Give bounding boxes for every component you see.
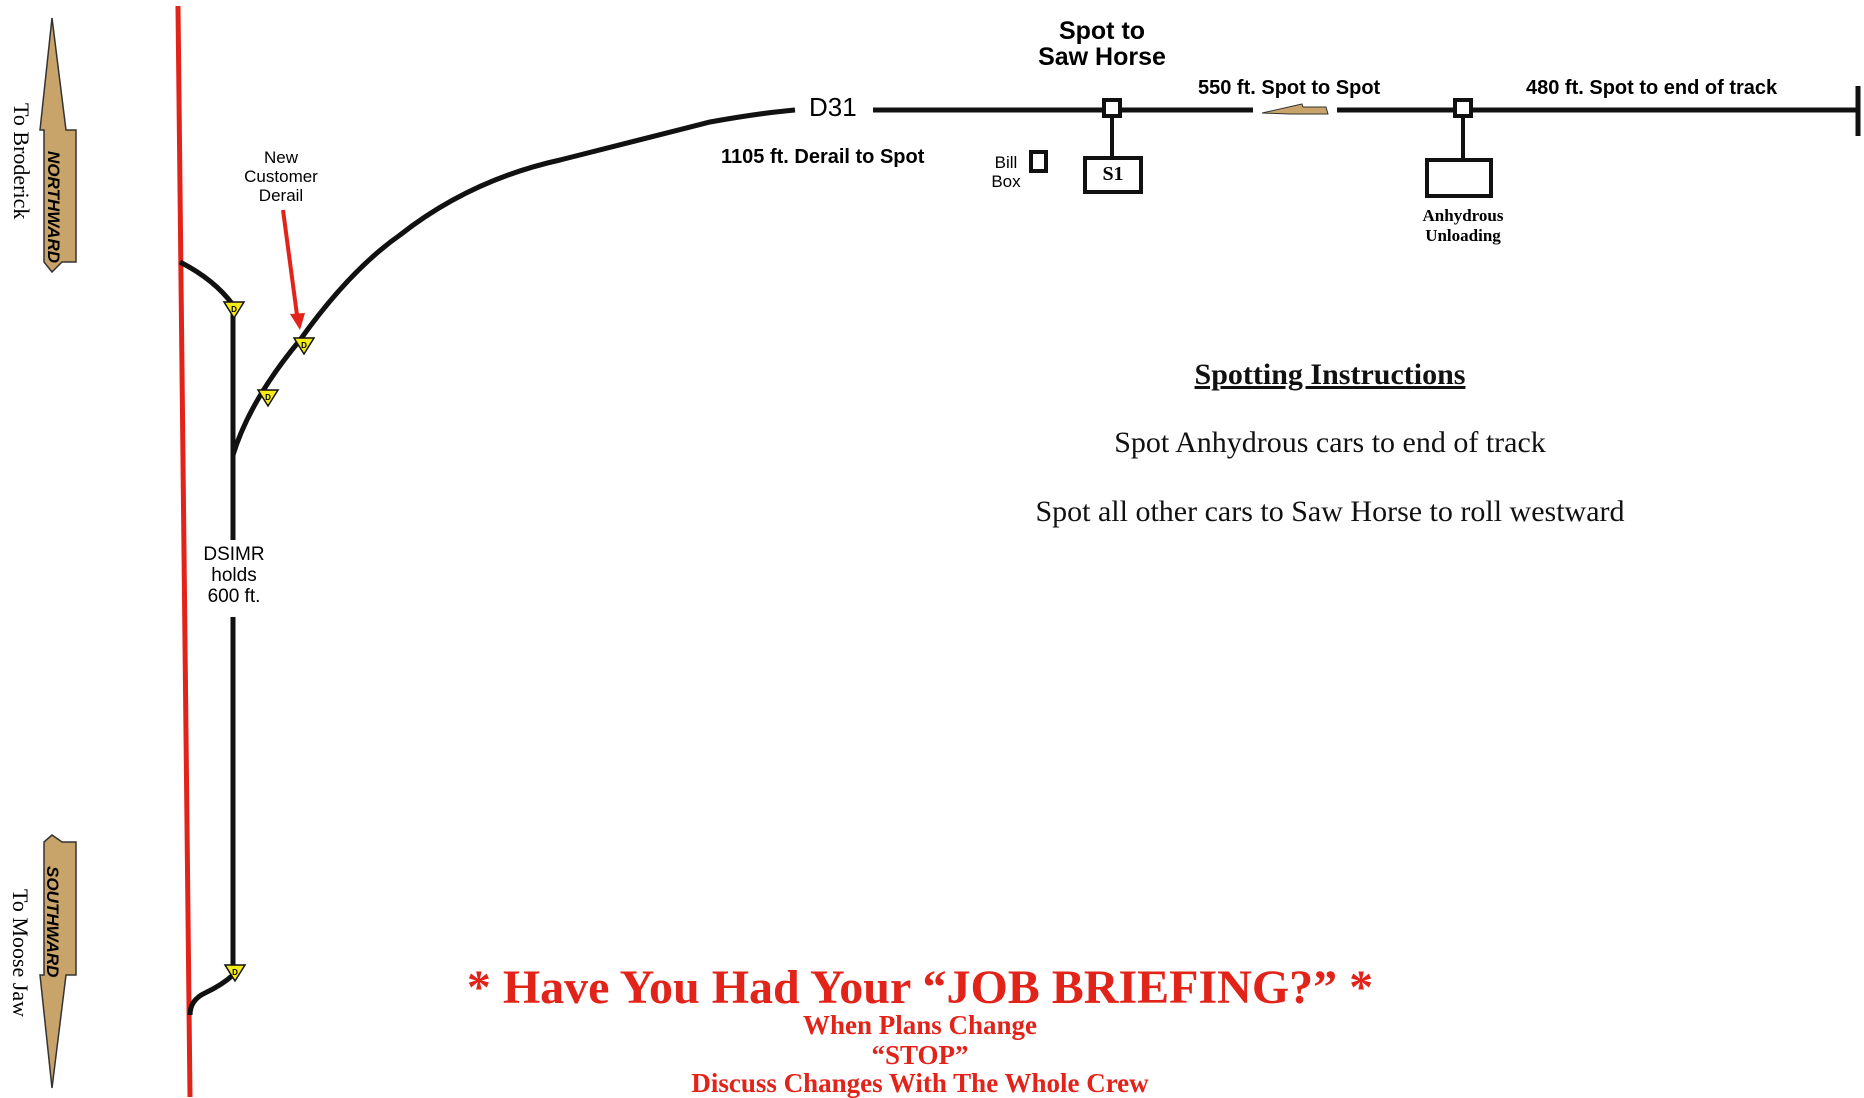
briefing-line-2: “STOP”	[871, 1040, 969, 1070]
new-customer-derail-label: New Customer Derail	[244, 148, 318, 205]
to-broderick-label: To Broderick	[9, 103, 34, 220]
svg-text:D: D	[301, 341, 307, 350]
derail-marker-siding-north: D	[222, 301, 246, 320]
southward-arrow	[39, 834, 77, 1089]
dsimr-capacity-label: DSIMR holds 600 ft.	[203, 544, 265, 607]
instruction-line-1: Spot Anhydrous cars to end of track	[1114, 426, 1546, 459]
svg-text:D: D	[231, 305, 237, 314]
spot-to-end-distance: 480 ft. Spot to end of track	[1526, 77, 1778, 99]
derail-marker-spur-new: D	[292, 337, 316, 356]
spot-to-saw-horse-label: Spot to Saw Horse	[1038, 17, 1166, 71]
instruction-line-2: Spot all other cars to Saw Horse to roll…	[1035, 495, 1625, 528]
northward-label: NORTHWARD	[44, 151, 63, 264]
customer-spur-track	[230, 107, 796, 456]
instructions-title: Spotting Instructions	[1194, 358, 1466, 391]
derail-marker-spur: D	[256, 389, 280, 408]
derail-to-spot-distance: 1105 ft. Derail to Spot	[721, 146, 925, 168]
s1-label: S1	[1102, 163, 1124, 185]
anhydrous-unloading-label: Anhydrous Unloading	[1422, 206, 1504, 245]
southward-label: SOUTHWARD	[43, 866, 62, 978]
saw-horse-spot-marker	[1102, 98, 1122, 118]
briefing-line-3: Discuss Changes With The Whole Crew	[691, 1068, 1149, 1098]
derail-marker-siding-south: D	[223, 964, 247, 983]
svg-text:D: D	[232, 968, 238, 977]
briefing-line-1: When Plans Change	[802, 1010, 1038, 1040]
spot-to-spot-distance: 550 ft. Spot to Spot	[1198, 77, 1381, 99]
derail-pointer-line	[281, 209, 299, 316]
s1-box	[1083, 156, 1143, 194]
bill-box-marker	[1029, 150, 1048, 173]
mainline-track	[175, 5, 193, 1097]
d31-label: D31	[809, 92, 857, 122]
westward-roll-arrow	[1261, 103, 1329, 115]
siding-track-bottom	[187, 617, 236, 1016]
to-moose-jaw-label: To Moose Jaw	[8, 889, 33, 1018]
anhydrous-spot-marker	[1453, 98, 1473, 118]
derail-pointer-arrowhead	[290, 313, 305, 330]
anhydrous-unloading-box	[1425, 158, 1493, 198]
northward-arrow	[39, 17, 77, 274]
bill-box-label: Bill Box	[991, 153, 1021, 191]
svg-text:D: D	[265, 393, 271, 402]
instructions-block: Spotting Instructions Spot Anhydrous car…	[960, 358, 1700, 529]
job-briefing-headline: * Have You Had Your “JOB BRIEFING?” *	[466, 961, 1374, 1014]
